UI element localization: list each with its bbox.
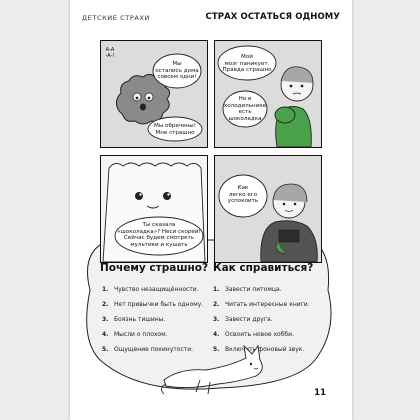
list-item: 2.Нет привычки быть одному. bbox=[102, 301, 204, 308]
list-item: 3.Боязнь тишины. bbox=[102, 316, 166, 323]
list-item: 2.Читать интересные книги. bbox=[213, 301, 310, 308]
blob-background bbox=[86, 239, 332, 390]
page-number: 11 bbox=[314, 388, 326, 398]
list-item: 1.Чувство незащищённости. bbox=[102, 286, 199, 293]
section-label: ДЕТСКИЕ СТРАХИ bbox=[82, 14, 150, 22]
how-to-cope-heading: Как справиться? bbox=[213, 262, 314, 274]
comic-panel-1: А-А-А-! Мы остались дома совсем одни! Мы… bbox=[100, 40, 208, 148]
comic-panel-4: Как легко его успокоить bbox=[214, 155, 322, 263]
panel-3-art bbox=[102, 162, 206, 262]
comic-panel-2: Мой мозг паникует. Правда страшно Но в х… bbox=[214, 40, 322, 148]
panel-1-bubble-bottom: Мы обречены! Мне страшно bbox=[154, 123, 196, 136]
book-page: ДЕТСКИЕ СТРАХИ СТРАХ ОСТАТЬСЯ ОДНОМУ А-А… bbox=[70, 0, 352, 420]
list-item: 3.Завести друга. bbox=[213, 316, 273, 323]
comic-panel-3: Ты сказала «шоколадка»? Неси скорей! Сей… bbox=[100, 155, 208, 263]
list-item: 4.Мысли о плохом. bbox=[102, 331, 168, 338]
panel-2-bubble-top: Мой мозг паникует. Правда страшно bbox=[222, 54, 272, 74]
panel-3-bubble: Ты сказала «шоколадка»? Неси скорей! Сей… bbox=[117, 222, 201, 248]
panel-1-art bbox=[115, 53, 203, 142]
panel-1-bubble-right: Мы остались дома совсем одни! bbox=[155, 61, 199, 81]
panel-2-art bbox=[217, 45, 314, 147]
how-to-cope-list: 1.Завести питомца. 2.Читать интересные к… bbox=[213, 282, 310, 357]
panel-2-bubble-bottom: Но в холодильнике есть шоколадка bbox=[223, 96, 267, 122]
page-title: СТРАХ ОСТАТЬСЯ ОДНОМУ bbox=[205, 12, 340, 22]
list-item: 5.Включить фоновый звук. bbox=[213, 346, 305, 353]
why-scary-list: 1.Чувство незащищённости. 2.Нет привычки… bbox=[102, 282, 203, 357]
panel-4-art bbox=[218, 174, 318, 262]
why-scary-heading: Почему страшно? bbox=[100, 262, 209, 274]
lying-cat-illustration bbox=[161, 344, 263, 395]
list-item: 1.Завести питомца. bbox=[213, 286, 282, 293]
scream-text: А-А-А-! bbox=[105, 47, 115, 59]
list-item: 4.Освоить новое хобби. bbox=[213, 331, 294, 338]
panel-4-bubble: Как легко его успокоить bbox=[227, 185, 259, 205]
list-item: 5.Ощущение покинутости. bbox=[102, 346, 194, 353]
